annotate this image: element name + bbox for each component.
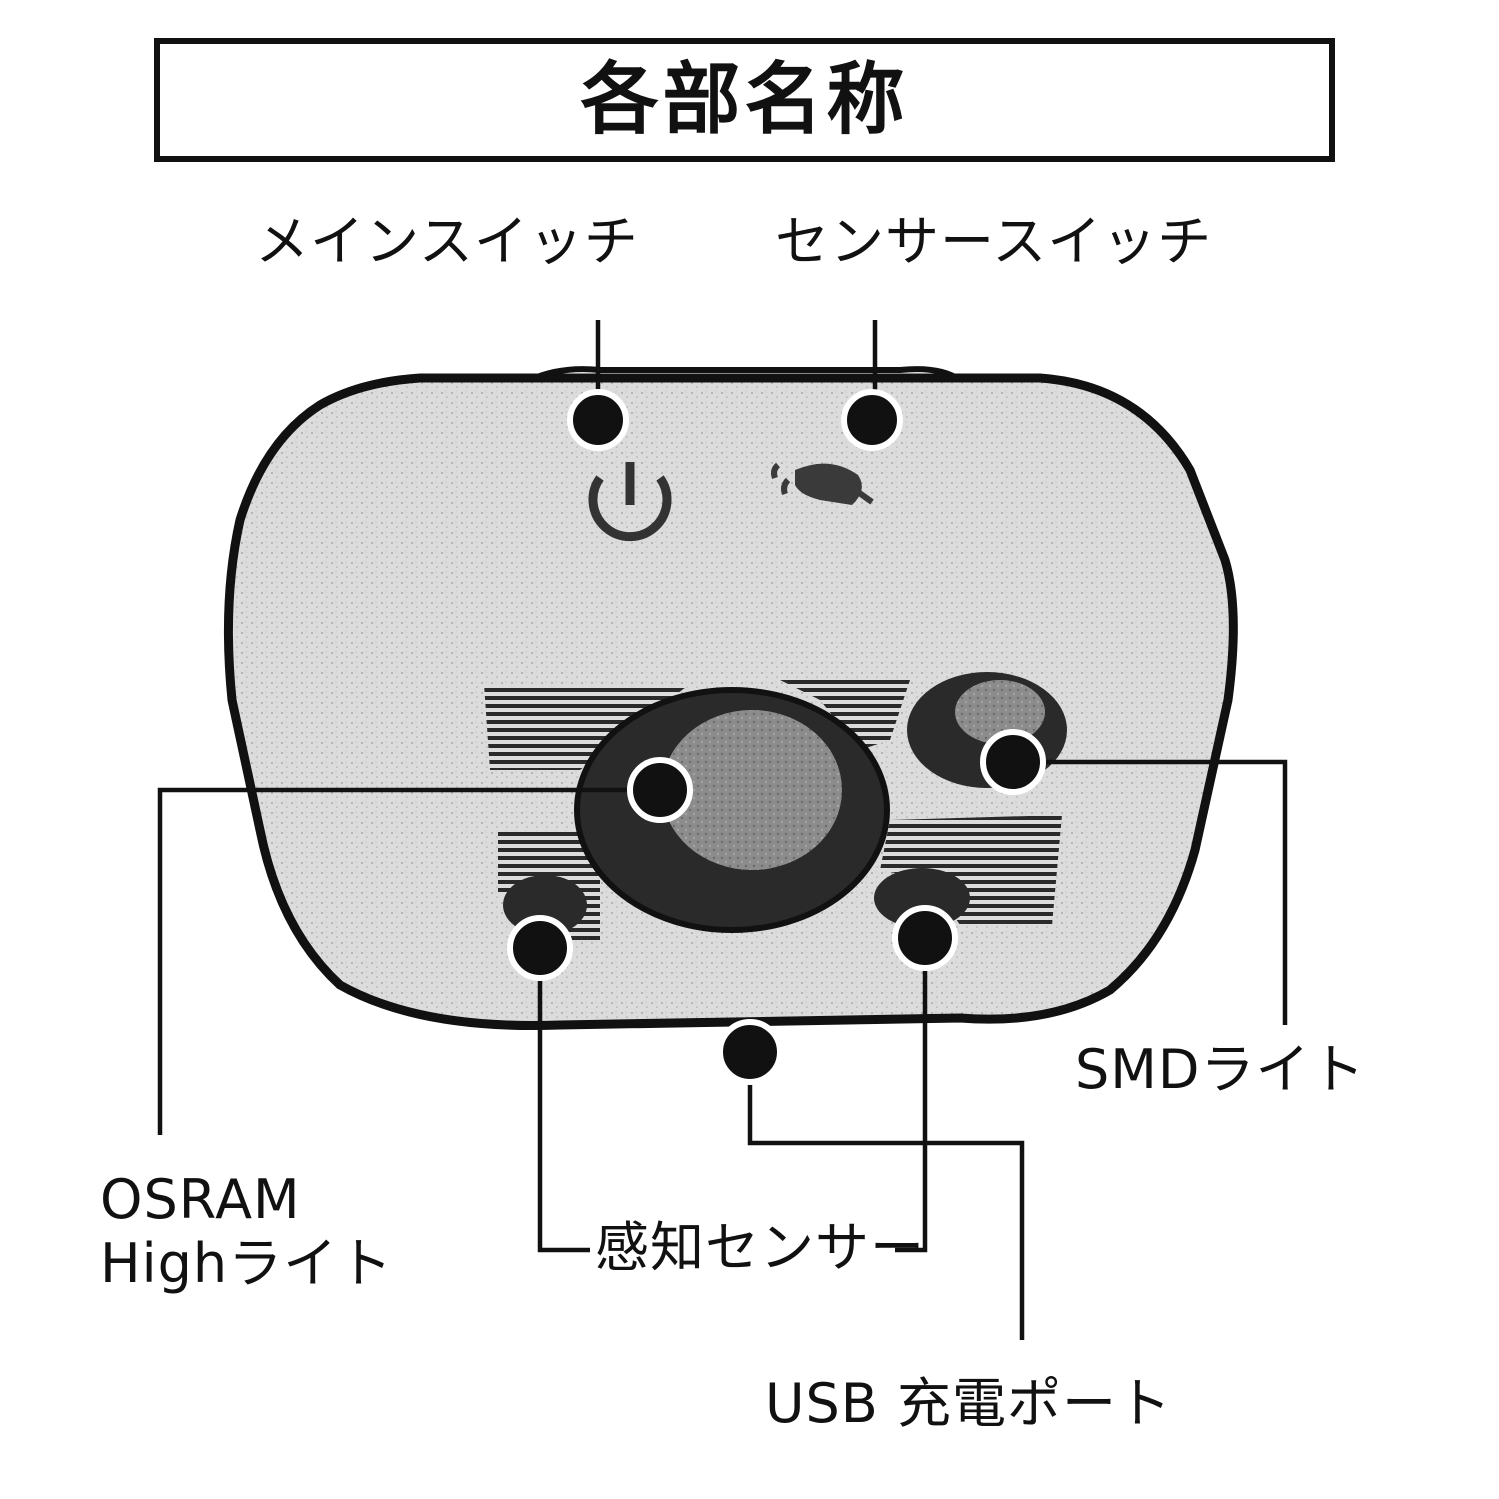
label-osram-high-light: OSRAM Highライト	[100, 1168, 393, 1295]
label-usb-port: USB 充電ポート	[765, 1372, 1173, 1435]
dot-sensor-left	[507, 915, 573, 981]
label-sensor-switch: センサースイッチ	[775, 210, 1213, 273]
callout-dots	[507, 389, 1046, 1085]
hand-wave-icon	[771, 462, 874, 505]
smd-light-lens	[955, 680, 1045, 744]
diagram-title: 各部名称	[580, 55, 909, 145]
label-osram-line1: OSRAM	[100, 1168, 301, 1231]
label-main-switch: メインスイッチ	[255, 210, 639, 273]
leader-lines	[157, 320, 1288, 1340]
dot-smd	[980, 729, 1046, 795]
dot-sensor-right	[892, 905, 958, 971]
label-proximity-sensor: 感知センサー	[595, 1216, 925, 1279]
power-icon	[588, 462, 672, 542]
upper-left-vent	[484, 684, 690, 770]
dot-sensor-switch	[841, 389, 903, 451]
label-smd-light: SMDライト	[1075, 1038, 1366, 1101]
lower-right-vent	[880, 815, 1062, 925]
label-osram-line2: Highライト	[100, 1231, 394, 1295]
upper-right-vent	[780, 680, 910, 750]
osram-lens	[662, 710, 842, 870]
dot-osram	[627, 757, 693, 823]
dot-usb	[717, 1019, 783, 1085]
dot-main-switch	[567, 389, 629, 451]
title-box: 各部名称	[154, 38, 1335, 162]
